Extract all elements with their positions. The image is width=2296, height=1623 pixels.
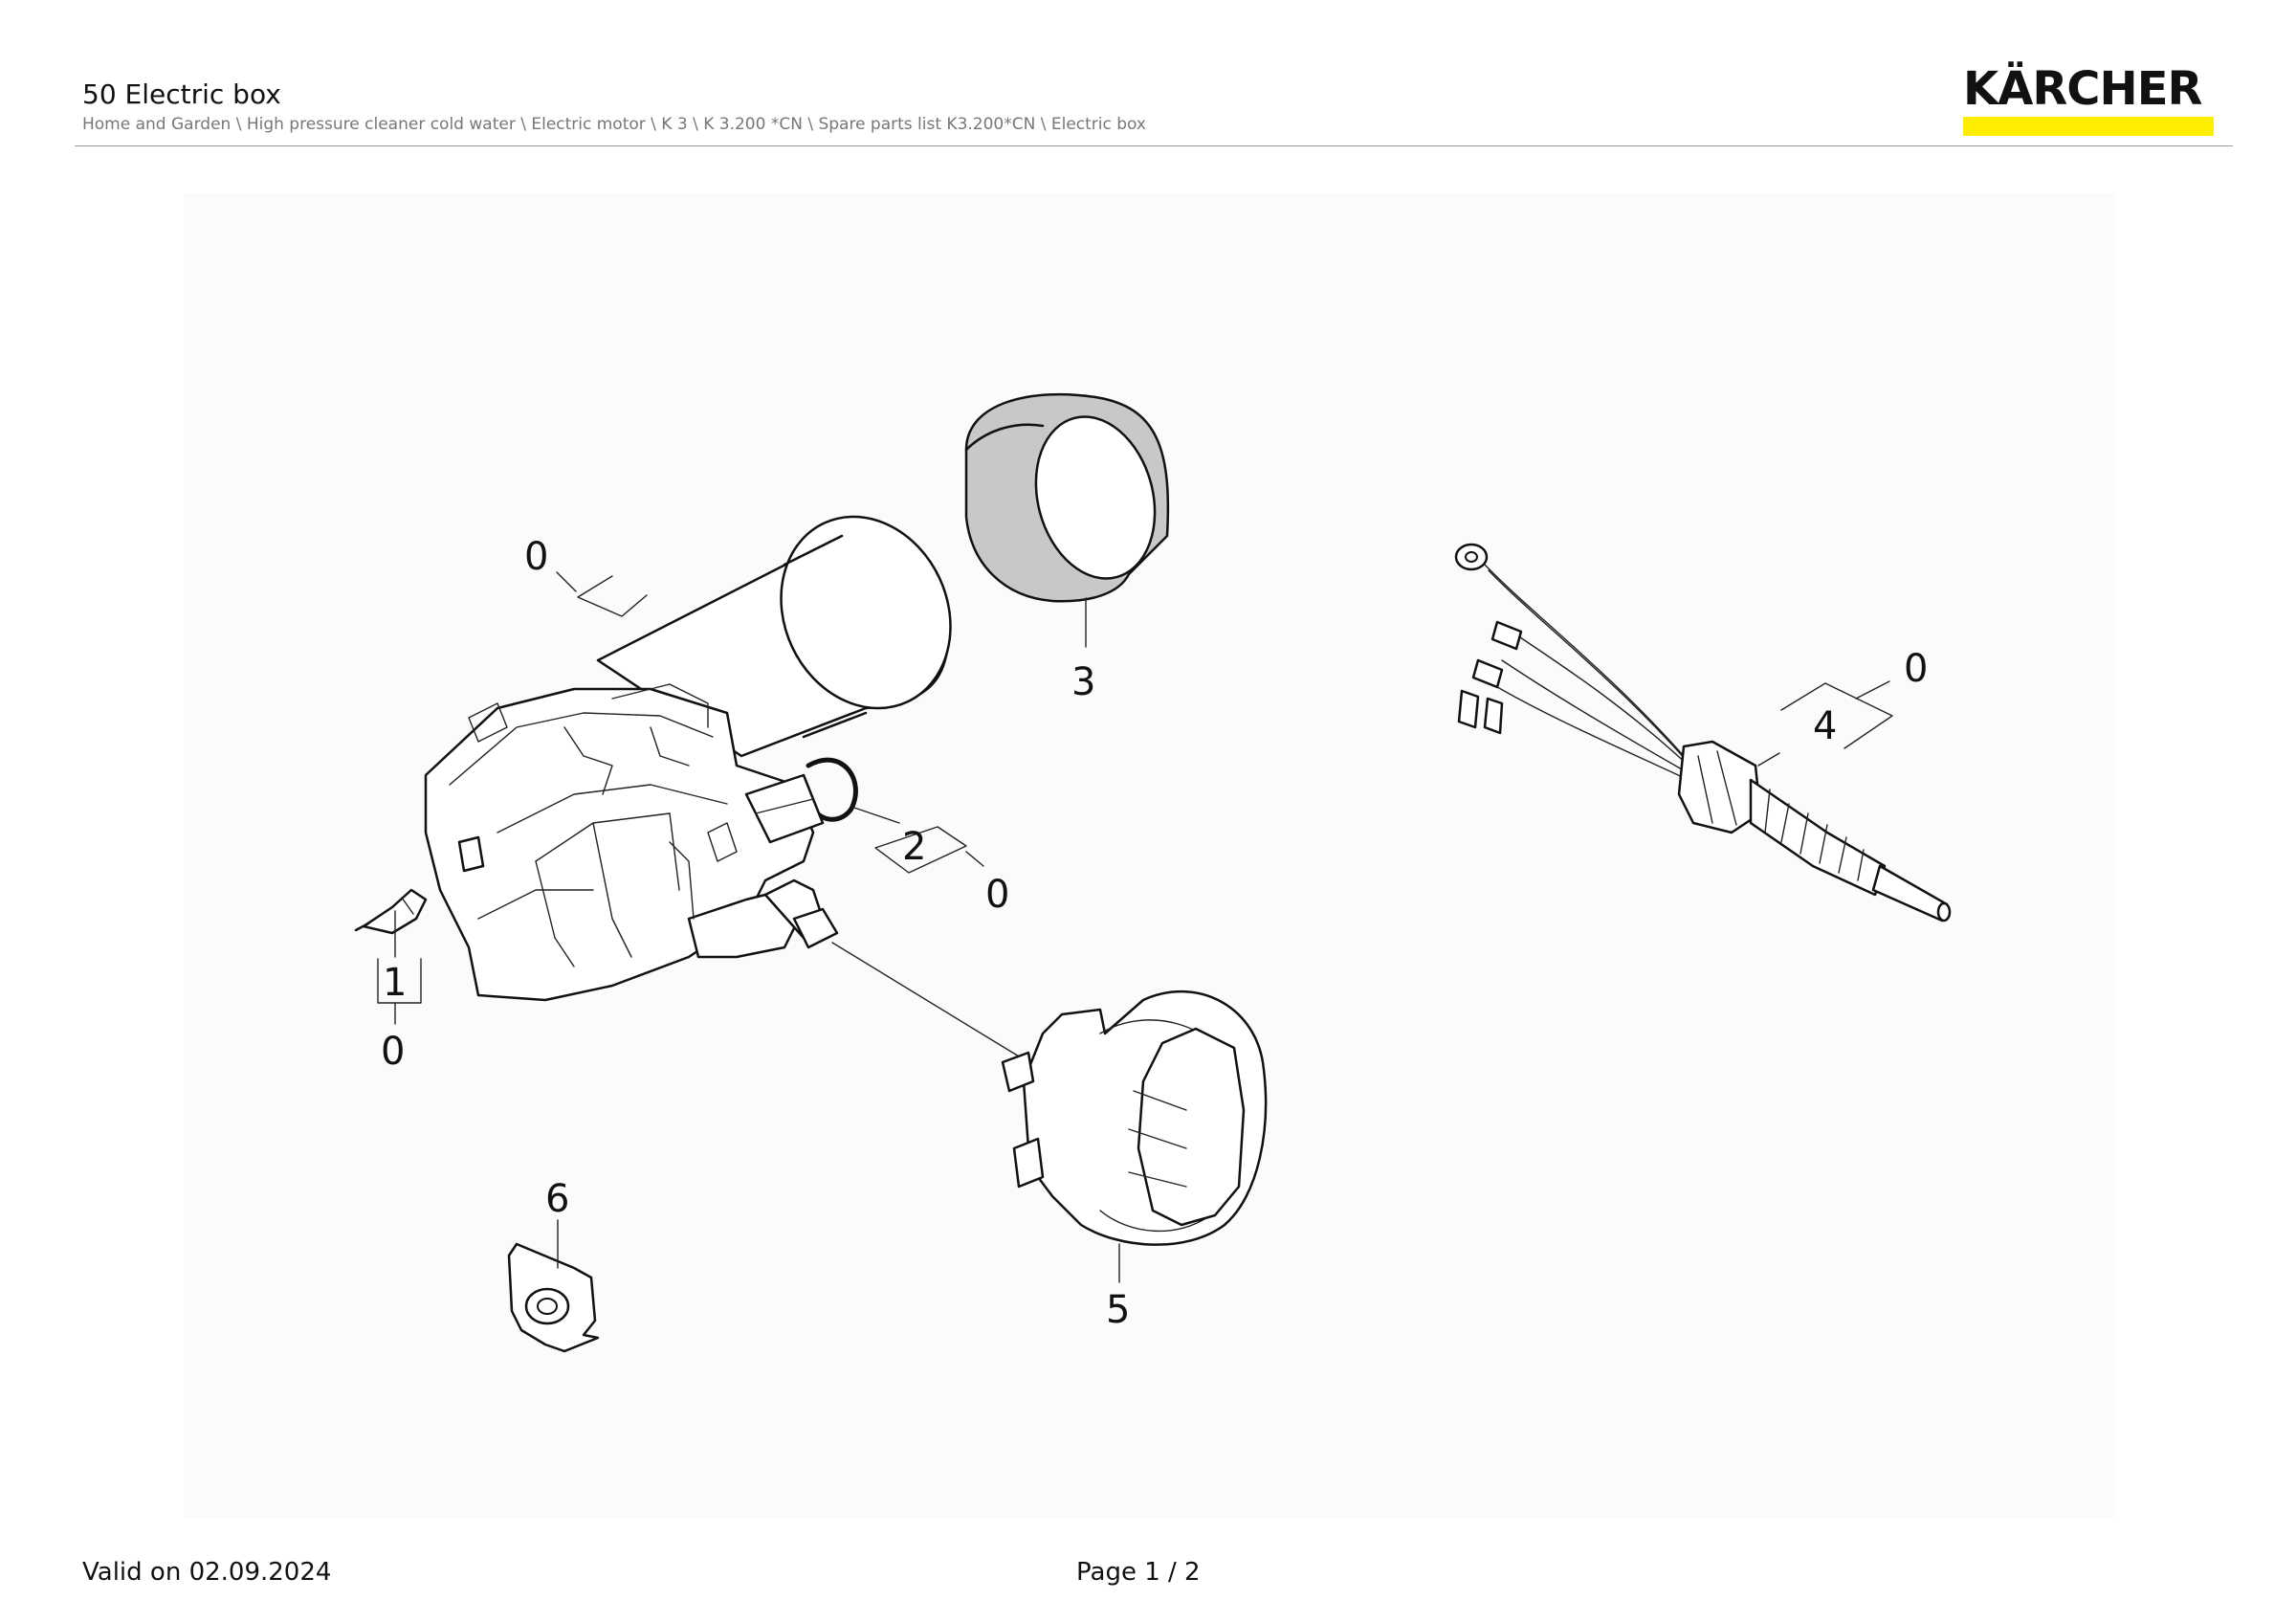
logo-yellow-bar	[1963, 117, 2214, 136]
motor-assembly[interactable]	[424, 489, 1029, 1063]
part-5-cover[interactable]	[1001, 990, 1268, 1246]
callout-cable-group[interactable]: 0	[1904, 647, 1928, 691]
callout-part-1[interactable]: 1	[383, 961, 407, 1005]
callout-grommet[interactable]: 6	[545, 1177, 569, 1221]
callout-cable[interactable]: 4	[1813, 704, 1837, 748]
breadcrumb[interactable]: Home and Garden \ High pressure cleaner …	[82, 115, 1146, 134]
logo-wordmark: KÄRCHER	[1963, 62, 2202, 116]
valid-date: Valid on 02.09.2024	[82, 1558, 332, 1587]
callout-motor-group[interactable]: 0	[524, 535, 548, 579]
callout-part-2[interactable]: 2	[902, 825, 926, 869]
part-3-ring[interactable]	[964, 392, 1172, 603]
callout-ring[interactable]: 3	[1071, 660, 1095, 704]
part-4-cable[interactable]	[1454, 543, 1952, 923]
callout-part-2-group[interactable]: 0	[985, 873, 1009, 917]
page-number: Page 1 / 2	[1076, 1558, 1201, 1587]
page-title: 50 Electric box	[82, 78, 281, 110]
callout-leaders	[377, 571, 1893, 1283]
karcher-logo: KÄRCHER	[1963, 65, 2216, 138]
part-1-pin[interactable]	[354, 888, 428, 935]
part-6-grommet[interactable]	[507, 1242, 600, 1353]
header-divider	[75, 145, 2233, 146]
callout-cover[interactable]: 5	[1106, 1288, 1130, 1332]
callout-part-1-group[interactable]: 0	[381, 1030, 405, 1074]
